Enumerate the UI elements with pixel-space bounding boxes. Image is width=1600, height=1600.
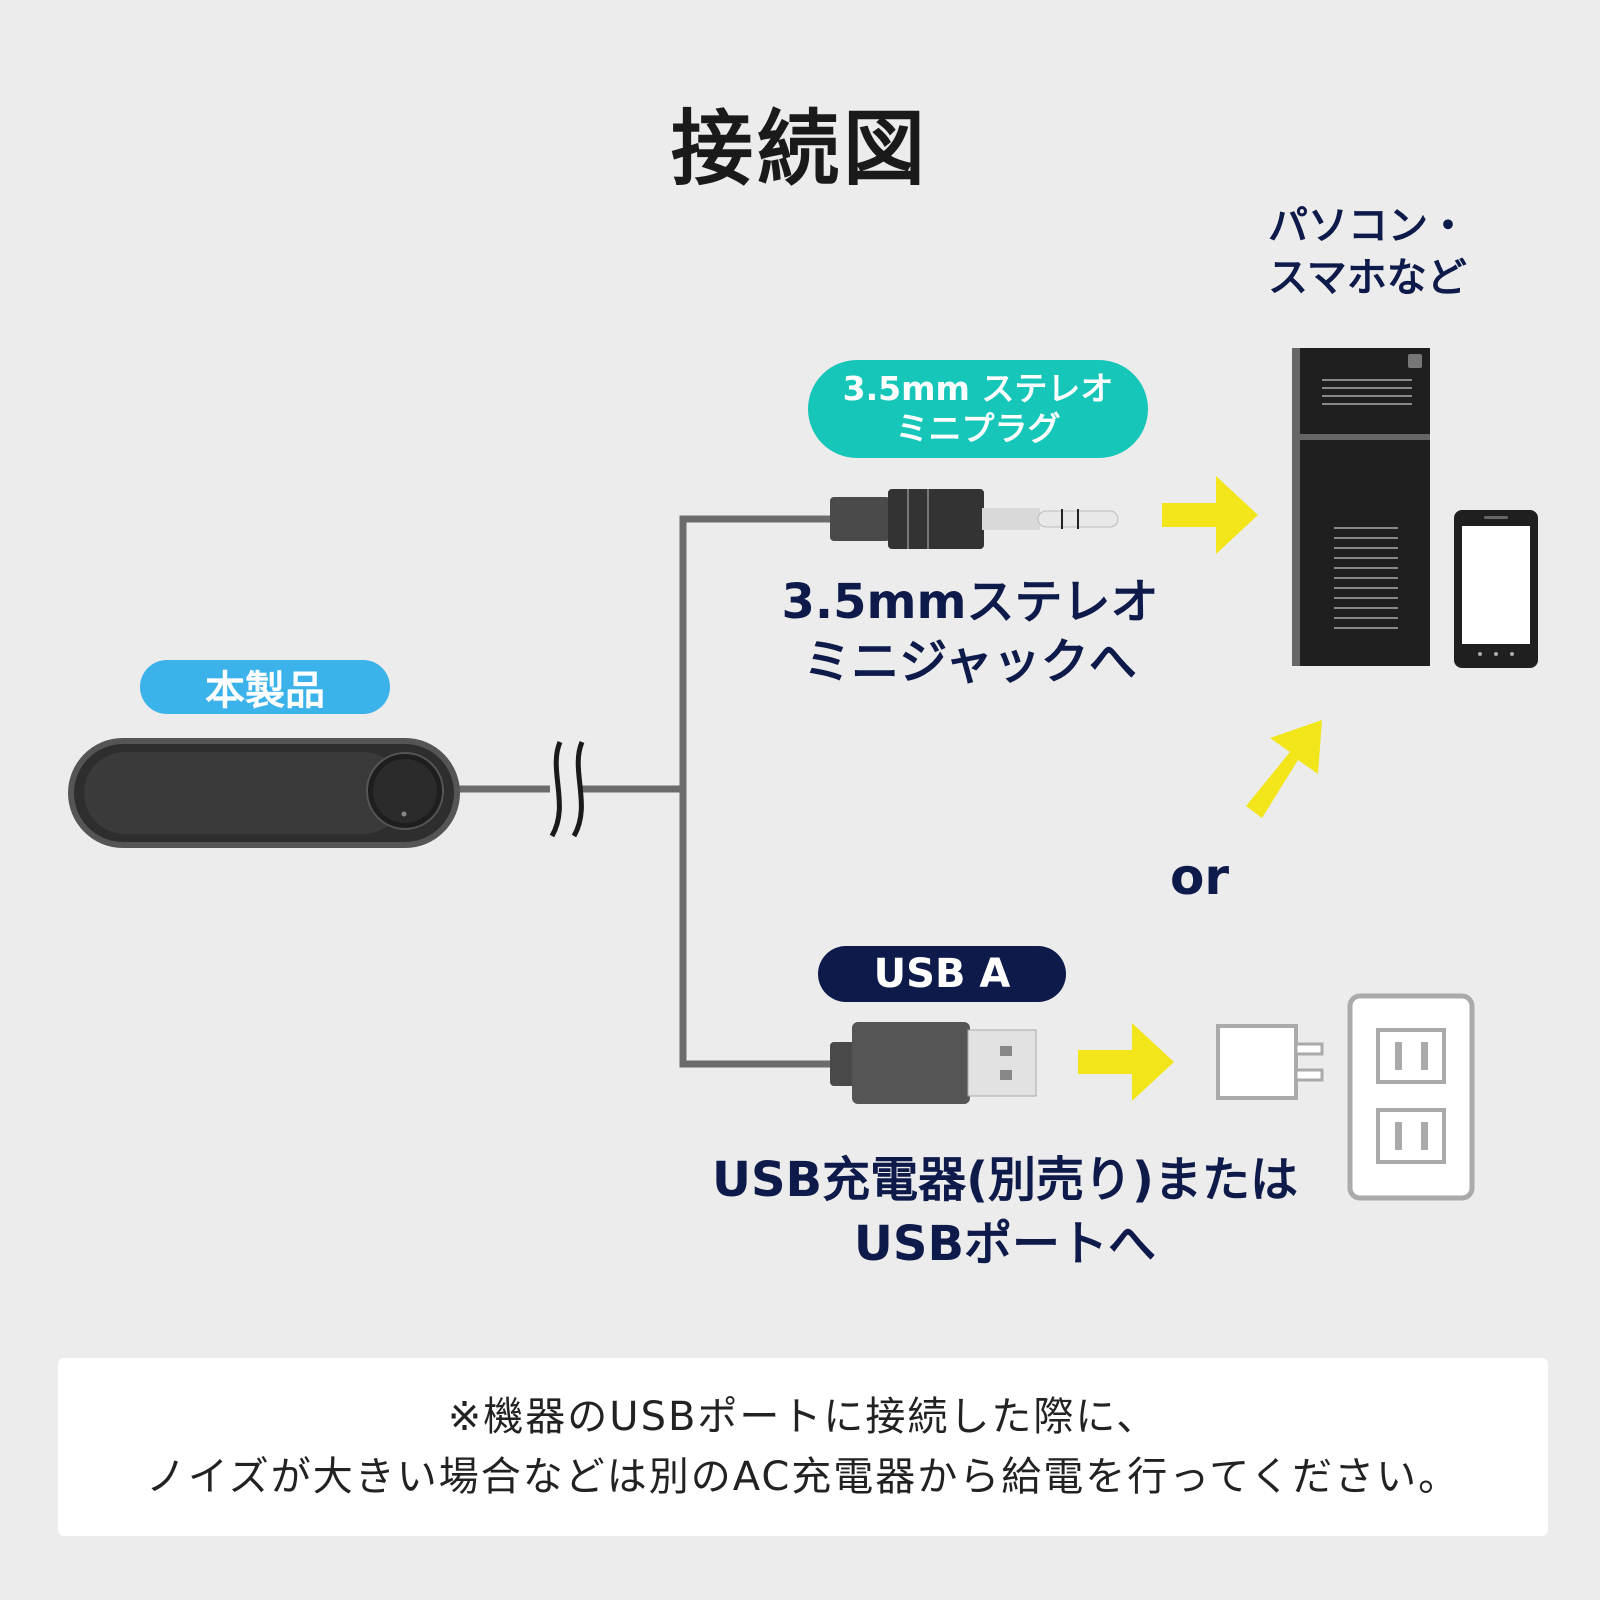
usb-target-line1: USB充電器(別売り)または — [711, 1152, 1298, 1208]
wall-outlet-icon — [1347, 993, 1475, 1201]
or-label: or — [1170, 848, 1230, 906]
devices-label-line1: パソコン・ — [1268, 203, 1468, 249]
cable-break-icon — [549, 740, 585, 838]
arrow-right-icon — [1078, 1023, 1174, 1101]
usb-target-label: USB充電器(別売り)または USBポートへ — [690, 1148, 1320, 1276]
arrow-up-right-icon — [1246, 720, 1322, 818]
note-line1: ※機器のUSBポートに接続した際に、 — [447, 1394, 1159, 1440]
desktop-pc-icon — [1292, 348, 1430, 666]
arrow-right-icon — [1162, 476, 1258, 554]
speaker-device-icon — [68, 738, 460, 848]
ac-adapter-icon — [1216, 1024, 1324, 1100]
jack-target-line1: 3.5mmステレオ — [781, 574, 1159, 630]
note-line2: ノイズが大きい場合などは別のAC充電器から給電を行ってください。 — [145, 1454, 1461, 1500]
product-badge: 本製品 — [140, 660, 390, 714]
note-box: ※機器のUSBポートに接続した際に、 ノイズが大きい場合などは別のAC充電器から… — [58, 1358, 1548, 1536]
audio-plug-icon — [830, 489, 1119, 549]
page-title: 接続図 — [670, 102, 929, 197]
plug-badge-line2: ミニプラグ — [895, 409, 1061, 448]
usb-plug-icon — [830, 1022, 1037, 1104]
usb-badge: USB A — [818, 946, 1066, 1002]
jack-target-line2: ミニジャックへ — [803, 634, 1137, 690]
devices-label: パソコン・ スマホなど — [1268, 200, 1528, 304]
plug-badge: 3.5mm ステレオ ミニプラグ — [808, 360, 1148, 458]
jack-target-label: 3.5mmステレオ ミニジャックへ — [760, 572, 1180, 692]
usb-target-line2: USBポートへ — [853, 1216, 1157, 1272]
devices-label-line2: スマホなど — [1268, 255, 1467, 301]
plug-badge-line1: 3.5mm ステレオ — [842, 369, 1114, 408]
smartphone-icon — [1454, 510, 1538, 668]
